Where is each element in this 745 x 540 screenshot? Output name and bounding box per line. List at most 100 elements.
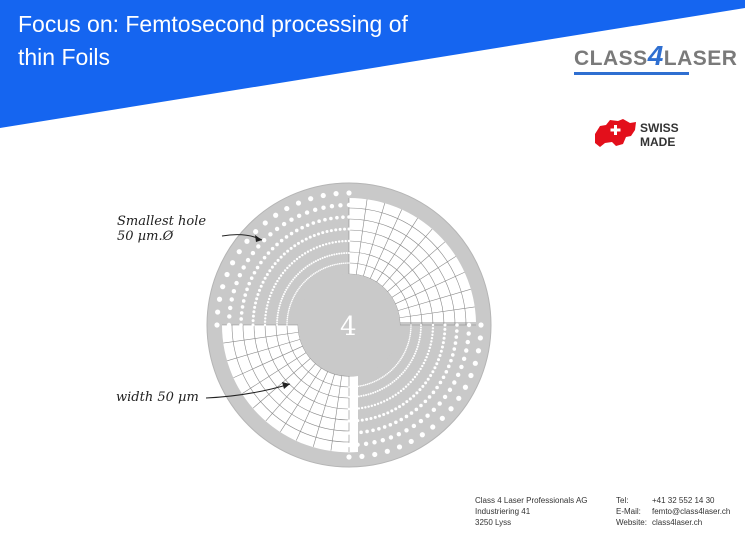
laser-hole: [419, 403, 423, 408]
laser-hole: [252, 270, 257, 275]
laser-hole: [370, 382, 372, 384]
laser-hole: [372, 451, 378, 458]
laser-hole: [447, 387, 453, 393]
laser-hole: [311, 274, 314, 276]
laser-hole: [286, 316, 289, 319]
laser-hole: [259, 260, 263, 265]
laser-hole: [297, 273, 300, 276]
laser-hole: [478, 322, 484, 328]
laser-hole: [386, 373, 389, 375]
grid-arc: [348, 218, 456, 326]
footer-address: Class 4 Laser Professionals AG Industrie…: [475, 495, 588, 528]
laser-hole: [347, 407, 351, 411]
width-arrow: [205, 383, 291, 399]
laser-hole: [393, 366, 395, 369]
laser-hole: [249, 276, 254, 280]
laser-hole: [315, 246, 319, 249]
grid-ray: [330, 375, 343, 451]
laser-hole: [311, 221, 316, 225]
laser-hole: [274, 226, 280, 232]
laser-hole: [433, 366, 437, 370]
laser-hole: [342, 262, 345, 265]
laser-hole: [344, 239, 347, 243]
laser-hole: [405, 367, 408, 370]
laser-hole: [289, 246, 293, 250]
laser-hole: [345, 252, 348, 255]
laser-hole: [431, 323, 435, 327]
laser-hole: [351, 407, 354, 411]
laser-hole: [360, 406, 364, 410]
laser-hole: [264, 310, 268, 314]
laser-hole: [413, 375, 417, 379]
laser-hole: [335, 263, 337, 266]
laser-hole: [421, 364, 424, 368]
laser-hole: [294, 228, 299, 233]
grid-arc: [275, 324, 350, 399]
slide-title-line2: thin Foils: [18, 44, 111, 70]
laser-hole: [389, 370, 391, 373]
laser-hole: [286, 318, 289, 321]
laser-hole: [466, 331, 471, 336]
laser-hole: [281, 295, 284, 298]
laser-hole: [431, 370, 435, 374]
laser-hole: [341, 215, 345, 219]
laser-hole: [329, 265, 332, 267]
laser-hole: [286, 249, 290, 253]
laser-hole: [426, 377, 430, 381]
laser-hole: [286, 266, 289, 270]
laser-hole: [384, 374, 387, 376]
laser-hole: [308, 235, 312, 239]
laser-hole: [340, 252, 343, 255]
laser-hole: [410, 326, 412, 328]
laser-hole: [395, 363, 398, 366]
laser-hole: [408, 438, 414, 445]
laser-hole: [419, 432, 425, 438]
laser-hole: [383, 375, 386, 377]
laser-hole: [329, 229, 333, 233]
laser-hole: [393, 379, 396, 382]
footer-email-value[interactable]: femto@class4laser.ch: [652, 507, 731, 516]
laser-hole: [443, 332, 447, 336]
laser-hole: [307, 277, 309, 280]
laser-hole: [293, 259, 296, 263]
footer-website-value[interactable]: class4laser.ch: [652, 518, 703, 527]
laser-hole: [371, 428, 375, 433]
laser-hole: [270, 246, 275, 251]
laser-hole: [435, 385, 439, 390]
laser-hole: [396, 444, 403, 450]
laser-hole: [431, 407, 437, 413]
laser-hole: [343, 252, 346, 255]
laser-hole: [239, 317, 243, 321]
laser-hole: [365, 393, 368, 396]
slide-title-line1: Focus on: Femtosecond processing of: [18, 11, 408, 37]
laser-hole: [283, 269, 287, 272]
laser-hole: [304, 237, 308, 241]
grid-ray: [312, 373, 335, 447]
laser-hole: [437, 358, 441, 362]
laser-hole: [289, 303, 292, 306]
laser-hole: [268, 269, 272, 273]
laser-hole: [287, 284, 290, 287]
laser-hole: [286, 314, 289, 317]
laser-hole: [286, 320, 288, 323]
laser-hole: [276, 319, 279, 322]
laser-hole: [273, 262, 277, 266]
grid-ray: [369, 209, 403, 279]
laser-hole: [437, 401, 442, 406]
laser-hole: [419, 333, 422, 336]
laser-hole: [404, 385, 408, 388]
laser-hole: [394, 407, 398, 411]
laser-hole: [404, 349, 407, 352]
laser-hole: [240, 305, 245, 309]
laser-hole: [317, 219, 321, 224]
laser-hole: [290, 262, 294, 265]
laser-hole: [295, 200, 302, 206]
laser-hole: [411, 378, 415, 381]
hole-pattern: [214, 190, 484, 460]
laser-hole: [347, 239, 351, 243]
laser-hole: [295, 274, 298, 277]
laser-hole: [268, 232, 273, 237]
laser-hole: [293, 244, 297, 248]
laser-hole: [357, 385, 360, 388]
laser-hole: [412, 394, 416, 398]
